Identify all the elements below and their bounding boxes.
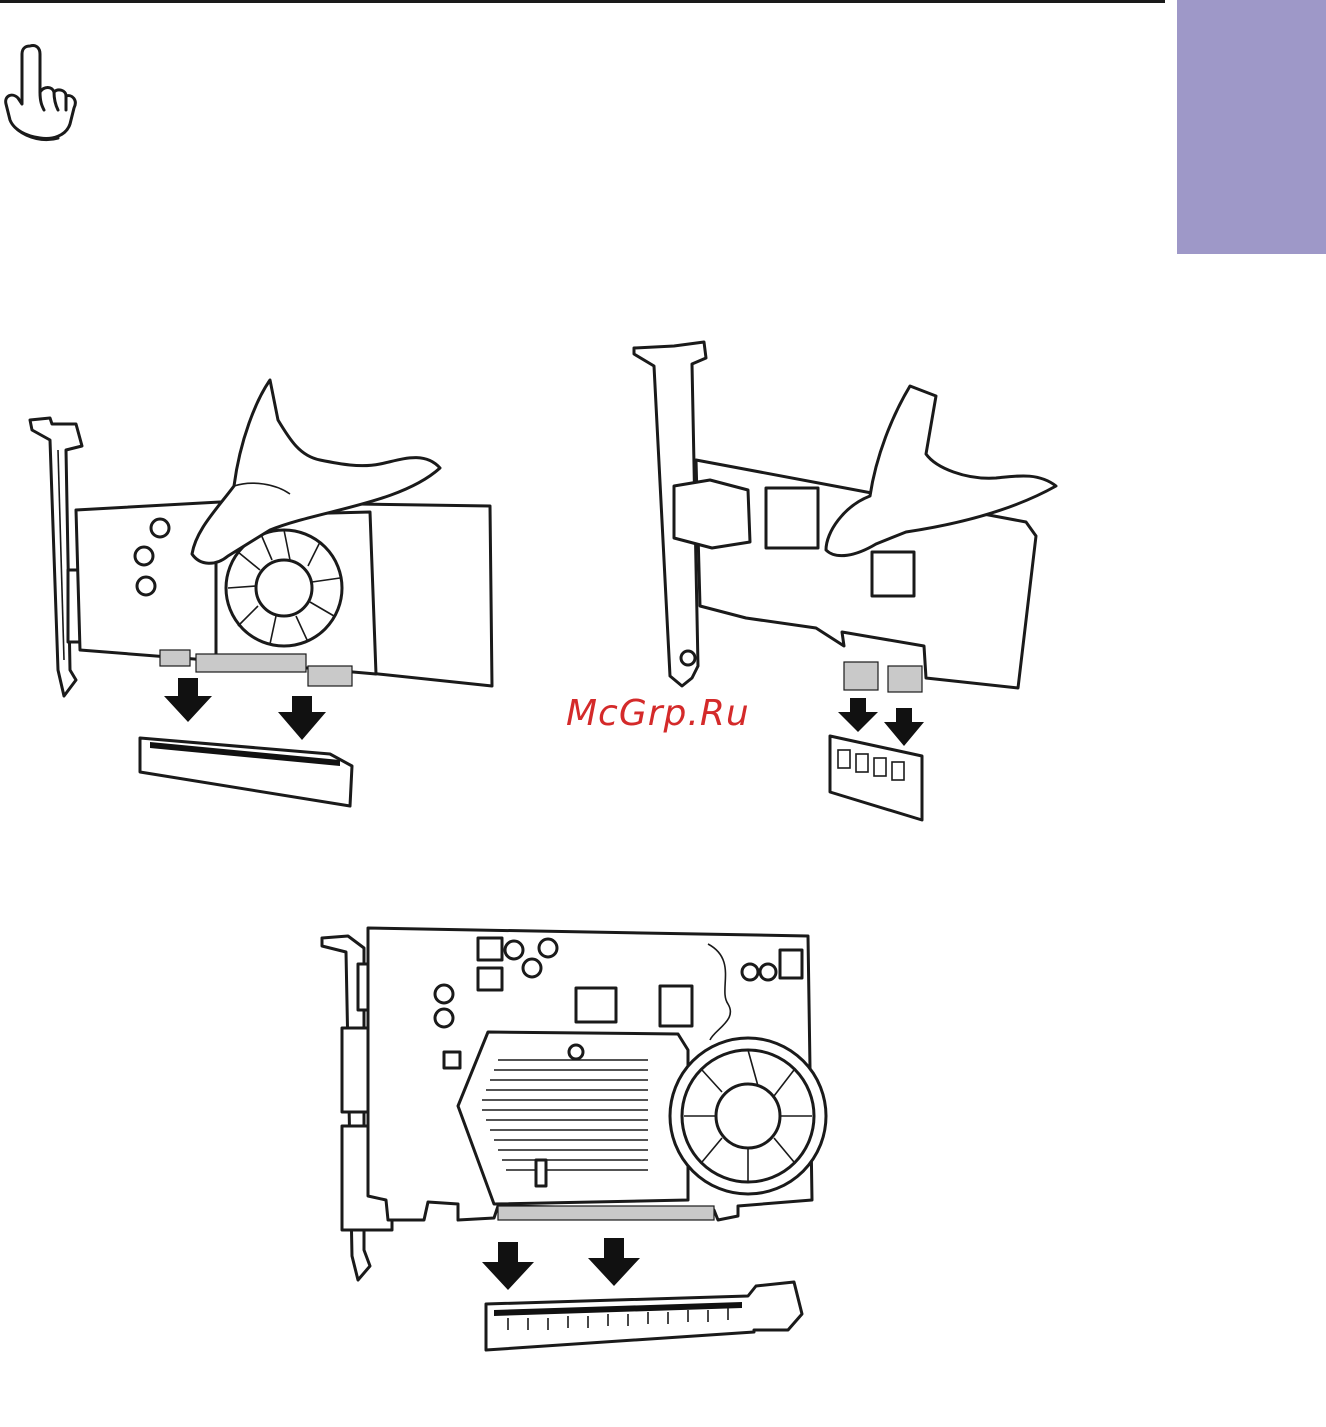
- pci-card-illustration: [20, 360, 510, 810]
- pcie-x16-card-illustration: [318, 920, 838, 1360]
- pcie-x1-card-illustration: [626, 336, 1066, 826]
- watermark: McGrp.Ru: [566, 693, 750, 734]
- chapter-side-tab: [1177, 0, 1326, 254]
- pointing-hand-icon: [0, 40, 82, 144]
- top-rule: [0, 0, 1165, 3]
